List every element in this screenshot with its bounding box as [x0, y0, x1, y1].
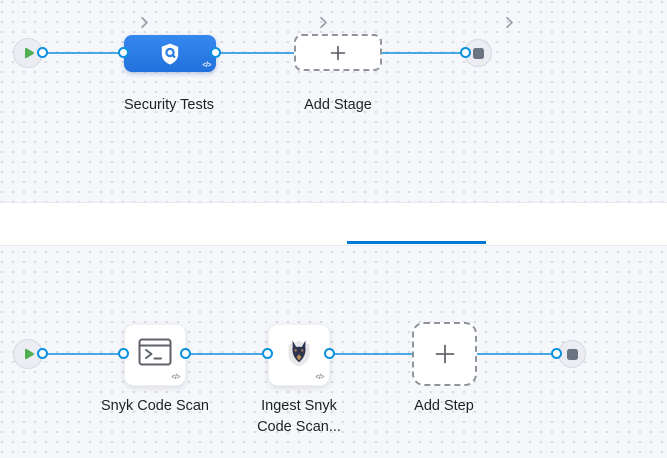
connector-port[interactable]: [118, 348, 129, 359]
stage-edge: [43, 52, 124, 54]
play-icon: [25, 348, 34, 360]
connector-port[interactable]: [460, 47, 471, 58]
connector-port[interactable]: [118, 47, 129, 58]
stage-edge: [382, 52, 461, 54]
play-icon: [25, 47, 34, 59]
security-shield-icon: [161, 43, 179, 64]
chevron-right-icon: [320, 16, 327, 29]
step-node-ingest-snyk[interactable]: </>: [268, 324, 330, 386]
step-edge: [186, 353, 268, 355]
step-label-line1: Ingest Snyk: [261, 398, 337, 414]
add-stage-button[interactable]: [294, 34, 382, 71]
connector-port[interactable]: [210, 47, 221, 58]
snyk-dog-icon: [288, 340, 310, 367]
step-edge: [477, 353, 557, 355]
stop-icon: [472, 47, 484, 59]
stage-tab-bar: [0, 202, 667, 246]
code-glyph: </>: [171, 374, 180, 381]
terminal-icon: [138, 338, 172, 366]
pipeline-end-node[interactable]: [464, 39, 492, 67]
step-edge: [43, 353, 124, 355]
step-label-line2: Code Scan...: [257, 419, 341, 435]
execution-end-node[interactable]: [558, 340, 586, 368]
plus-icon: [330, 45, 346, 60]
add-step-button[interactable]: [412, 322, 477, 386]
active-tab-indicator: [347, 241, 486, 244]
step-edge: [330, 353, 412, 355]
step-label: Ingest Snyk Code Scan...: [229, 396, 369, 438]
connector-port[interactable]: [37, 47, 48, 58]
step-node-snyk-code-scan[interactable]: </>: [124, 324, 186, 386]
chevron-right-icon: [141, 16, 148, 29]
connector-port[interactable]: [262, 348, 273, 359]
code-glyph: </>: [202, 62, 211, 69]
connector-port[interactable]: [180, 348, 191, 359]
stage-edge: [216, 52, 294, 54]
connector-port[interactable]: [324, 348, 335, 359]
stage-label: Security Tests: [124, 97, 214, 113]
stage-node-security-tests[interactable]: </>: [124, 35, 216, 72]
add-stage-label: Add Stage: [304, 97, 372, 113]
add-step-label: Add Step: [414, 398, 474, 414]
plus-icon: [435, 344, 454, 364]
code-glyph: </>: [315, 374, 324, 381]
chevron-right-icon: [506, 16, 513, 29]
step-label: Snyk Code Scan: [100, 398, 209, 414]
connector-port[interactable]: [37, 348, 48, 359]
stop-icon: [566, 348, 578, 360]
connector-port[interactable]: [551, 348, 562, 359]
